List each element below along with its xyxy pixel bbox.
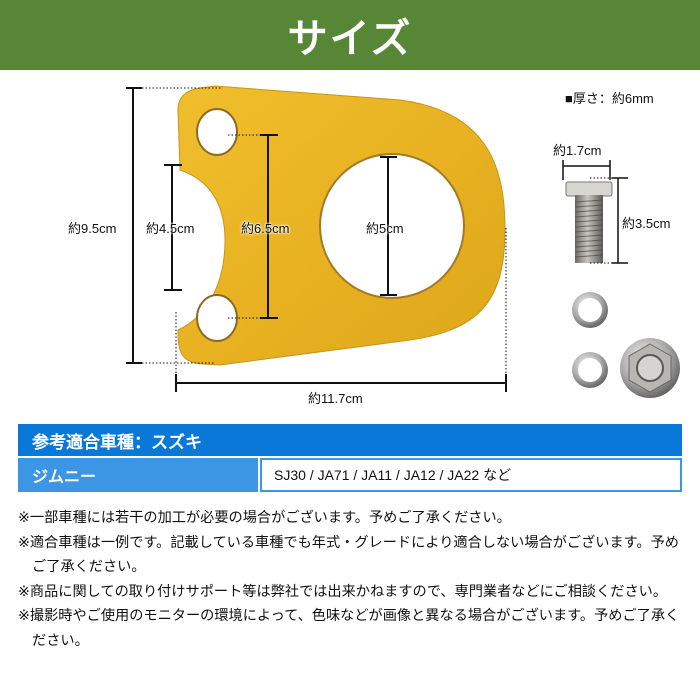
vehicle-model-cell: ジムニー [18, 458, 258, 492]
inner-gap-label: 約4.5cm [146, 221, 195, 236]
flange-nut-graphic [620, 338, 680, 398]
note-item: ※撮影時やご使用のモニターの環境によって、色味などが画像と異なる場合がございます… [18, 608, 680, 649]
compatible-vehicles-table: 参考適合車種：スズキ ジムニー SJ30 / JA71 / JA11 / JA1… [18, 424, 682, 492]
upper-bolt-hole [196, 108, 238, 156]
bolt-length-label: 約3.5cm [622, 216, 671, 231]
table-row: ジムニー SJ30 / JA71 / JA11 / JA12 / JA22 など [18, 458, 682, 492]
note-item: ※一部車種には若干の加工が必要の場合がございます。予めご了承ください。 [18, 510, 511, 526]
header-banner: サイズ [0, 0, 700, 70]
hole-diameter-label: 約5cm [366, 221, 404, 236]
vehicle-codes-cell: SJ30 / JA71 / JA11 / JA12 / JA22 など [260, 458, 682, 492]
washer-lower-graphic [572, 352, 608, 388]
plate-diagram-graphic [126, 85, 680, 398]
plate-width-label: 約11.7cm [308, 391, 363, 406]
note-item: ※商品に関しての取り付けサポート等は弊社では出来かねますので、専門業者などにご相… [18, 583, 668, 600]
page-title: サイズ [287, 16, 413, 62]
plate-height-label: 約9.5cm [68, 221, 117, 236]
note-item: ※適合車種は一例です。記載している車種でも年式・グレードにより適合しない場合がご… [18, 534, 679, 576]
table-header: 参考適合車種：スズキ [18, 424, 682, 456]
large-center-hole [319, 153, 465, 299]
size-diagram: ■厚さ：約6mm 約9.5cm 約4.5cm 約6.5cm 約5cm 約11.7… [0, 70, 700, 410]
thickness-label: ■厚さ：約6mm [565, 91, 654, 106]
lower-bolt-hole [196, 294, 238, 342]
bolt-graphic [565, 181, 613, 263]
bolt-head-width-label: 約1.7cm [553, 143, 602, 158]
notes-list: ※一部車種には若干の加工が必要の場合がございます。予めご了承ください。 ※適合車… [18, 506, 688, 653]
washer-upper-graphic [572, 292, 608, 328]
hole-spacing-label: 約6.5cm [241, 221, 290, 236]
